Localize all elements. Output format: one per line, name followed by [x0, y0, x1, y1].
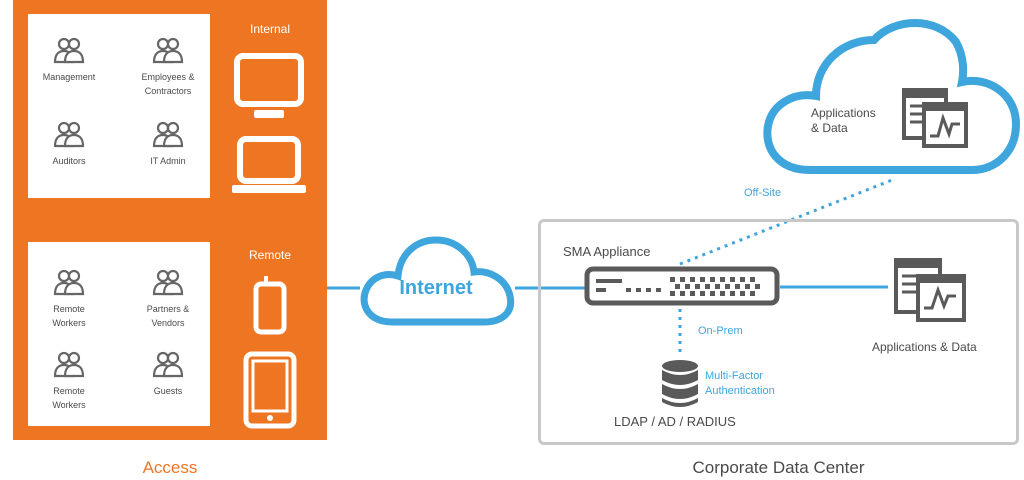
onprem-label: On-Prem [698, 325, 743, 337]
access-panel: Management Employees & Contractors Audit… [13, 0, 327, 440]
applications-icon-onprem [894, 258, 966, 322]
offsite-cloud-icon [763, 19, 1021, 174]
directory-label: LDAP / AD / RADIUS [614, 414, 736, 429]
group-label: Remote Workers [52, 304, 86, 328]
group-partners-vendors: Partners & Vendors [123, 268, 213, 330]
data-center-caption: Corporate Data Center [692, 458, 865, 477]
appliance-label: SMA Appliance [563, 244, 651, 259]
phone-icon [253, 276, 287, 335]
database-icon [662, 360, 698, 407]
group-label: IT Admin [150, 156, 186, 166]
tablet-icon [243, 351, 297, 429]
remote-users-box: Remote Workers Partners & Vendors Remote… [28, 242, 210, 426]
group-employees-contractors: Employees & Contractors [123, 36, 213, 98]
group-label: Remote Workers [52, 386, 86, 410]
group-label: Management [42, 72, 96, 82]
access-caption: Access [142, 458, 198, 477]
data-center-box [538, 219, 1019, 445]
mfa-label: Multi-Factor Authentication [705, 370, 775, 397]
group-label: Employees & Contractors [141, 72, 195, 96]
group-remote-workers: Remote Workers [30, 268, 108, 330]
offsite-apps-label: Applications & Data [811, 106, 876, 135]
internal-label: Internal [249, 22, 291, 36]
cloud-icon [360, 236, 515, 326]
group-auditors: Auditors [30, 120, 108, 168]
group-label: Guests [153, 386, 183, 396]
monitor-icon [234, 53, 304, 118]
group-management: Management [30, 36, 108, 84]
laptop-icon [232, 136, 306, 193]
remote-label: Remote [248, 248, 292, 262]
group-label: Auditors [52, 156, 86, 166]
group-remote-workers-2: Remote Workers [30, 350, 108, 412]
onprem-apps-label: Applications & Data [872, 340, 977, 354]
group-label: Partners & Vendors [146, 304, 190, 328]
group-it-admin: IT Admin [123, 120, 213, 168]
group-guests: Guests [123, 350, 213, 398]
sma-appliance-icon [584, 266, 780, 306]
offsite-label: Off-Site [744, 187, 782, 199]
internal-users-box: Management Employees & Contractors Audit… [28, 14, 210, 198]
internet-label: Internet [399, 277, 473, 299]
applications-icon [902, 88, 968, 148]
